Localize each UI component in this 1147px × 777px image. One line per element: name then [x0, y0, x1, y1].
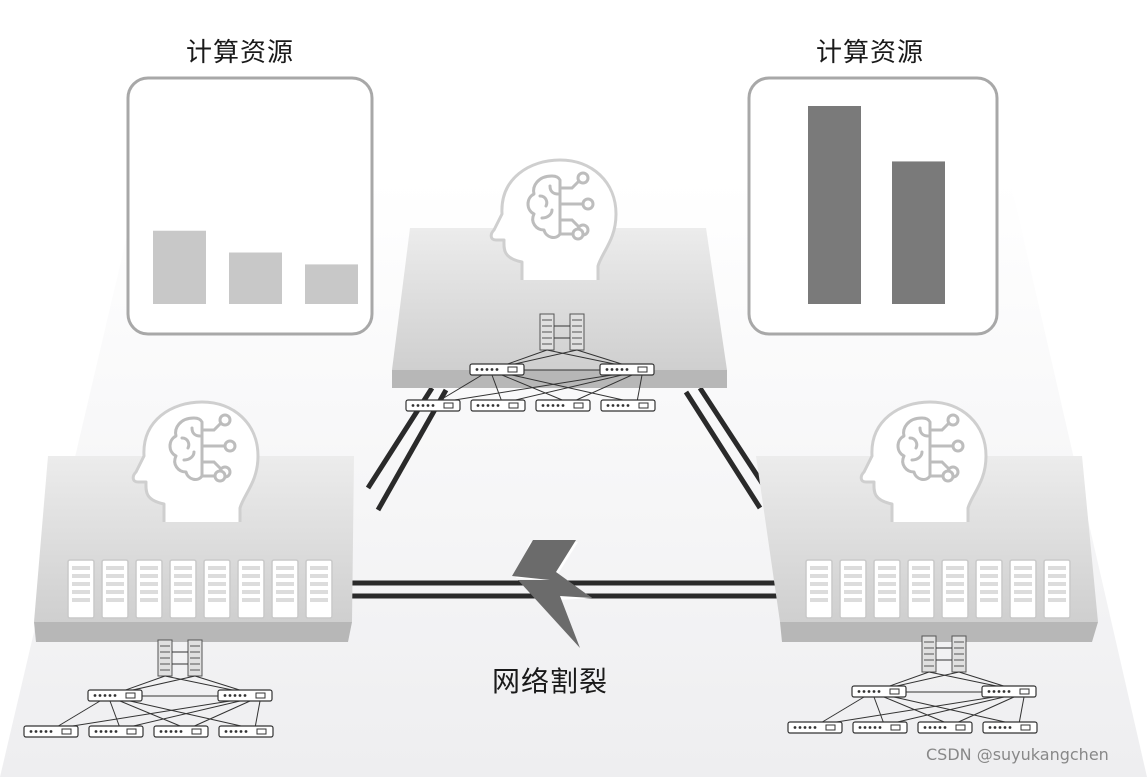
resource-bar	[892, 161, 945, 304]
resource-bars-left	[153, 230, 358, 304]
server-rack-icon	[169, 559, 197, 619]
server-rack-icon	[237, 559, 265, 619]
server-rack-icon	[135, 559, 163, 619]
server-rack-icon	[1043, 559, 1071, 619]
resource-bars-right	[808, 106, 945, 304]
link-top-to-right	[683, 386, 767, 510]
server-rack-icon	[305, 559, 333, 619]
watermark: CSDN @suyukangchen	[926, 745, 1109, 764]
resource-bar	[153, 230, 206, 304]
server-rack-icon	[67, 559, 95, 619]
resource-bar	[229, 252, 282, 304]
server-rack-icon	[805, 559, 833, 619]
resource-title-left: 计算资源	[186, 38, 295, 68]
server-rack-icon	[1009, 559, 1037, 619]
server-rack-icon	[271, 559, 299, 619]
server-rack-icon	[975, 559, 1003, 619]
server-rack-icon	[941, 559, 969, 619]
resource-panel-right	[747, 76, 999, 336]
resource-bar	[305, 264, 358, 304]
server-rack-icon	[203, 559, 231, 619]
server-rack-icon	[873, 559, 901, 619]
lightning-bolt-icon	[512, 540, 592, 648]
server-rack-icon	[907, 559, 935, 619]
resource-bar	[808, 106, 861, 304]
resource-title-right: 计算资源	[816, 38, 925, 68]
server-rack-icon	[101, 559, 129, 619]
server-rack-icon	[839, 559, 867, 619]
network-split-label: 网络割裂	[492, 665, 609, 698]
